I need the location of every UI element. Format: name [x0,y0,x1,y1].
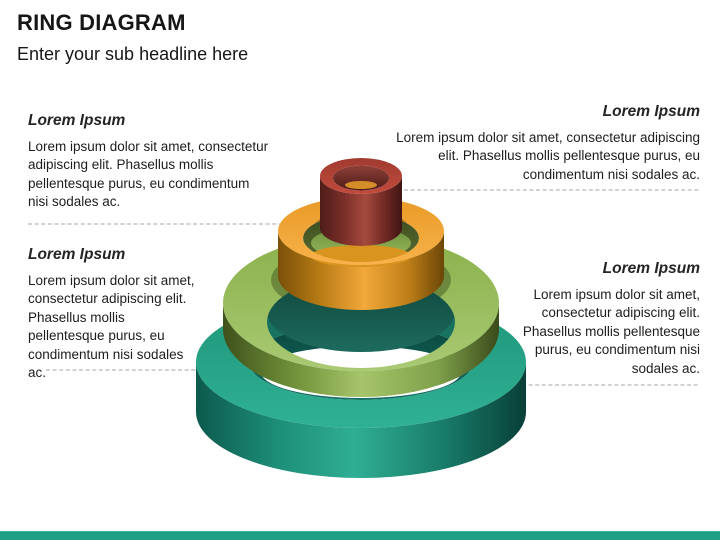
block-text-line: adipiscing elit. Phasellus mollis [28,157,214,173]
connector-lines [28,189,700,386]
text-block-top-left: Lorem Ipsum Lorem ipsum dolor sit amet, … [28,112,268,212]
block-text-line: condimentum nisi sodales ac. [522,166,700,182]
block-text-line: purus, eu condimentum nisi [534,342,700,358]
page-subtitle: Enter your sub headline here [17,44,249,64]
block-text-line: consectetur adipiscing elit. [541,305,700,321]
text-block-bottom-left: Lorem Ipsum Lorem ipsum dolor sit amet, … [28,246,195,382]
text-block-top-right: Lorem Ipsum Lorem ipsum dolor sit amet, … [396,103,700,184]
page-title: RING DIAGRAM [17,10,186,35]
block-heading: Lorem Ipsum [602,260,700,277]
block-text-line: elit. Phasellus mollis pellentesque puru… [438,148,700,164]
block-text-line: ac. [28,365,47,381]
footer-accent-bar [0,531,720,540]
ring-top-red [319,157,403,246]
block-heading: Lorem Ipsum [28,246,126,263]
block-text-line: sodales ac. [631,360,700,376]
block-text-line: pellentesque purus, eu condimentum [28,175,250,191]
block-heading: Lorem Ipsum [28,112,126,129]
block-text-line: Phasellus mollis [28,309,125,325]
block-text-line: nisi sodales ac. [28,194,121,210]
block-text-line: Lorem ipsum dolor sit amet, consectetur [28,139,269,154]
block-text-line: condimentum nisi sodales [28,346,184,362]
block-heading: Lorem Ipsum [602,103,700,120]
block-text-line: Lorem ipsum dolor sit amet, [533,287,700,302]
block-text-line: Lorem ipsum dolor sit amet, [28,273,195,288]
block-text-line: Lorem ipsum dolor sit amet, consectetur … [396,130,700,145]
block-text-line: pellentesque purus, eu [28,328,165,344]
text-block-bottom-right: Lorem Ipsum Lorem ipsum dolor sit amet, … [523,260,700,378]
block-text-line: Phasellus mollis pellentesque [522,323,700,339]
block-text-line: consectetur adipiscing elit. [28,291,187,307]
